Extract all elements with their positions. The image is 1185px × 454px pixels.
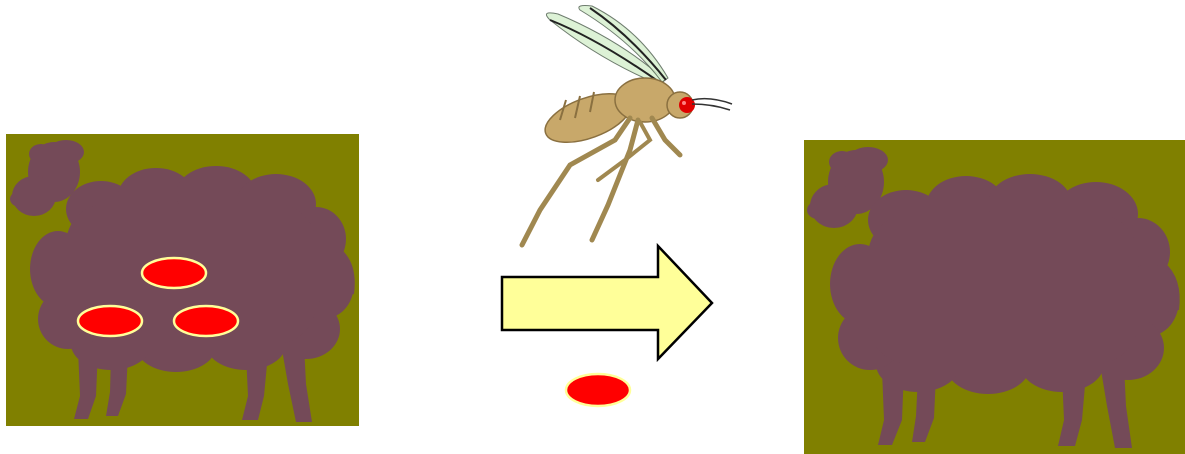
sheep-panel-before	[6, 134, 359, 426]
sheep-panel-after-svg	[804, 140, 1185, 454]
transfer-group	[480, 0, 740, 454]
right-arrow-icon	[502, 246, 712, 359]
transfer-svg	[480, 0, 740, 454]
red-spot-icon	[174, 306, 238, 336]
red-spot-icon	[566, 374, 630, 406]
sheep-panel-before-svg	[6, 134, 359, 426]
sheep-panel-after	[804, 140, 1185, 454]
fly-icon	[522, 6, 732, 246]
red-spot-icon	[142, 258, 206, 288]
red-spot-icon	[78, 306, 142, 336]
